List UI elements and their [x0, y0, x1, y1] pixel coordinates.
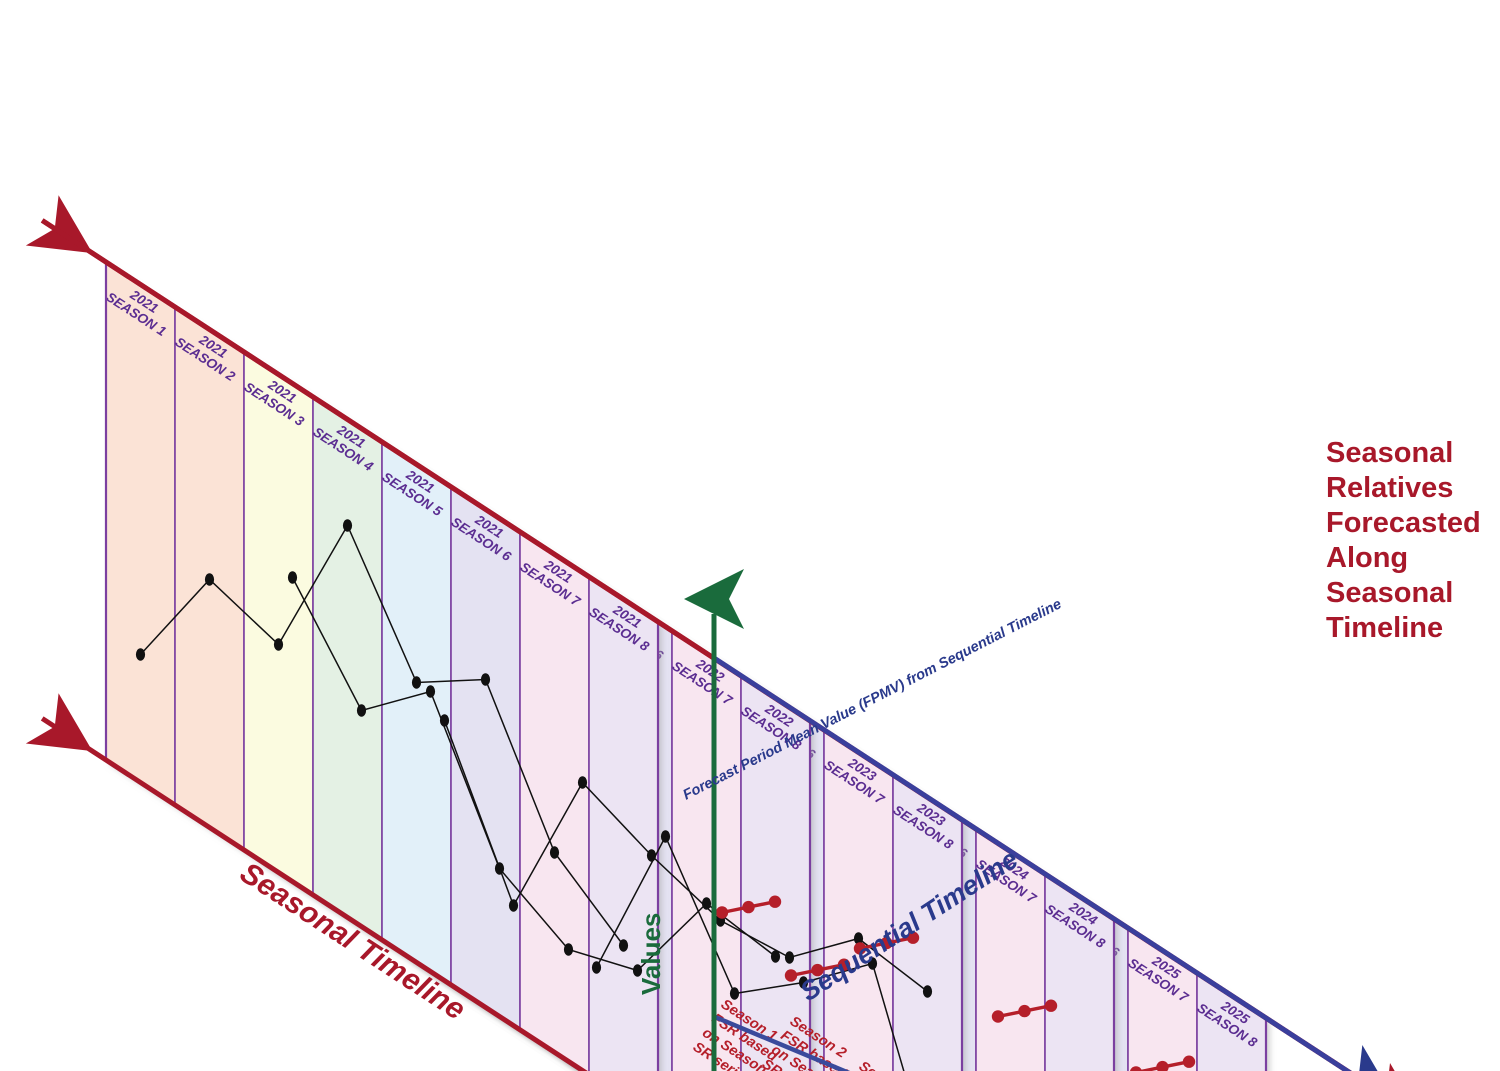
- season-column[interactable]: [450, 485, 521, 1032]
- fsr-data-point[interactable]: [1156, 1060, 1169, 1071]
- fsr-data-point[interactable]: [742, 900, 755, 914]
- historical-sr-series: [439, 714, 933, 998]
- sr-data-point[interactable]: [273, 638, 284, 651]
- sr-data-point[interactable]: [425, 685, 436, 698]
- axis-group: [25, 195, 1424, 1071]
- fsr-data-point[interactable]: [811, 963, 824, 977]
- historical-sr-series: [287, 571, 781, 977]
- fsr-data-point[interactable]: [991, 1010, 1005, 1023]
- sr-data-point[interactable]: [204, 573, 215, 586]
- sr-data-point[interactable]: [660, 830, 671, 843]
- sr-data-point[interactable]: [577, 776, 588, 789]
- values-axis-label: Values: [636, 913, 666, 995]
- sr-data-point[interactable]: [135, 648, 146, 661]
- fsr-data-point[interactable]: [784, 969, 798, 982]
- historical-sr-series: [135, 519, 629, 952]
- season-column[interactable]: [381, 440, 452, 987]
- sr-data-point[interactable]: [439, 714, 450, 727]
- sr-data-point[interactable]: [784, 951, 795, 964]
- sr-data-point[interactable]: [549, 846, 560, 859]
- season-column[interactable]: [519, 530, 590, 1071]
- sr-data-point[interactable]: [867, 957, 878, 970]
- sr-data-point[interactable]: [729, 987, 740, 1000]
- sequential-timeline-axis-top: [712, 655, 1397, 1071]
- fsr-data-point[interactable]: [1018, 1004, 1031, 1018]
- sr-series-line: [291, 577, 776, 972]
- fsr-data-point[interactable]: [880, 936, 893, 950]
- fsr-data-point[interactable]: [1129, 1066, 1143, 1071]
- season-column[interactable]: [243, 350, 314, 897]
- sr-data-point[interactable]: [287, 571, 298, 584]
- fsr-data-point[interactable]: [768, 895, 782, 908]
- sr-data-point[interactable]: [770, 950, 781, 963]
- sr-data-point[interactable]: [342, 519, 353, 532]
- fsr-data-point[interactable]: [1182, 1055, 1196, 1068]
- fsr-data-point[interactable]: [1044, 999, 1058, 1012]
- sr-data-point[interactable]: [618, 939, 629, 952]
- fsr-data-point[interactable]: [853, 942, 867, 955]
- sr-data-point[interactable]: [480, 673, 491, 686]
- fsr-data-point[interactable]: [906, 931, 920, 944]
- sr-data-point[interactable]: [411, 676, 422, 689]
- season-column[interactable]: [588, 575, 659, 1071]
- seasonal-timeline-axis-bottom: [25, 693, 588, 1071]
- sr-data-point[interactable]: [701, 897, 712, 910]
- sr-data-point[interactable]: [798, 976, 809, 989]
- sr-data-point[interactable]: [563, 943, 574, 956]
- year-plane-group: 2025SEASON 12025SEASON 22025SEASON 32025…: [103, 260, 1268, 1071]
- sr-data-point[interactable]: [508, 899, 519, 912]
- historical-sr-series: [591, 830, 905, 1071]
- fpmv-axis-line: [713, 1014, 851, 1071]
- sr-series-line: [443, 720, 928, 993]
- season-column[interactable]: [312, 395, 383, 942]
- sr-data-point[interactable]: [853, 932, 864, 945]
- sr-data-point[interactable]: [591, 961, 602, 974]
- sr-data-point[interactable]: [632, 964, 643, 977]
- sr-series-line: [139, 523, 625, 946]
- fsr-data-point[interactable]: [715, 906, 729, 919]
- sr-data-point[interactable]: [922, 985, 933, 998]
- sr-series-line: [595, 834, 905, 1071]
- sr-data-point[interactable]: [356, 704, 367, 717]
- fsr-data-point[interactable]: [837, 958, 851, 971]
- season-column[interactable]: [105, 260, 176, 807]
